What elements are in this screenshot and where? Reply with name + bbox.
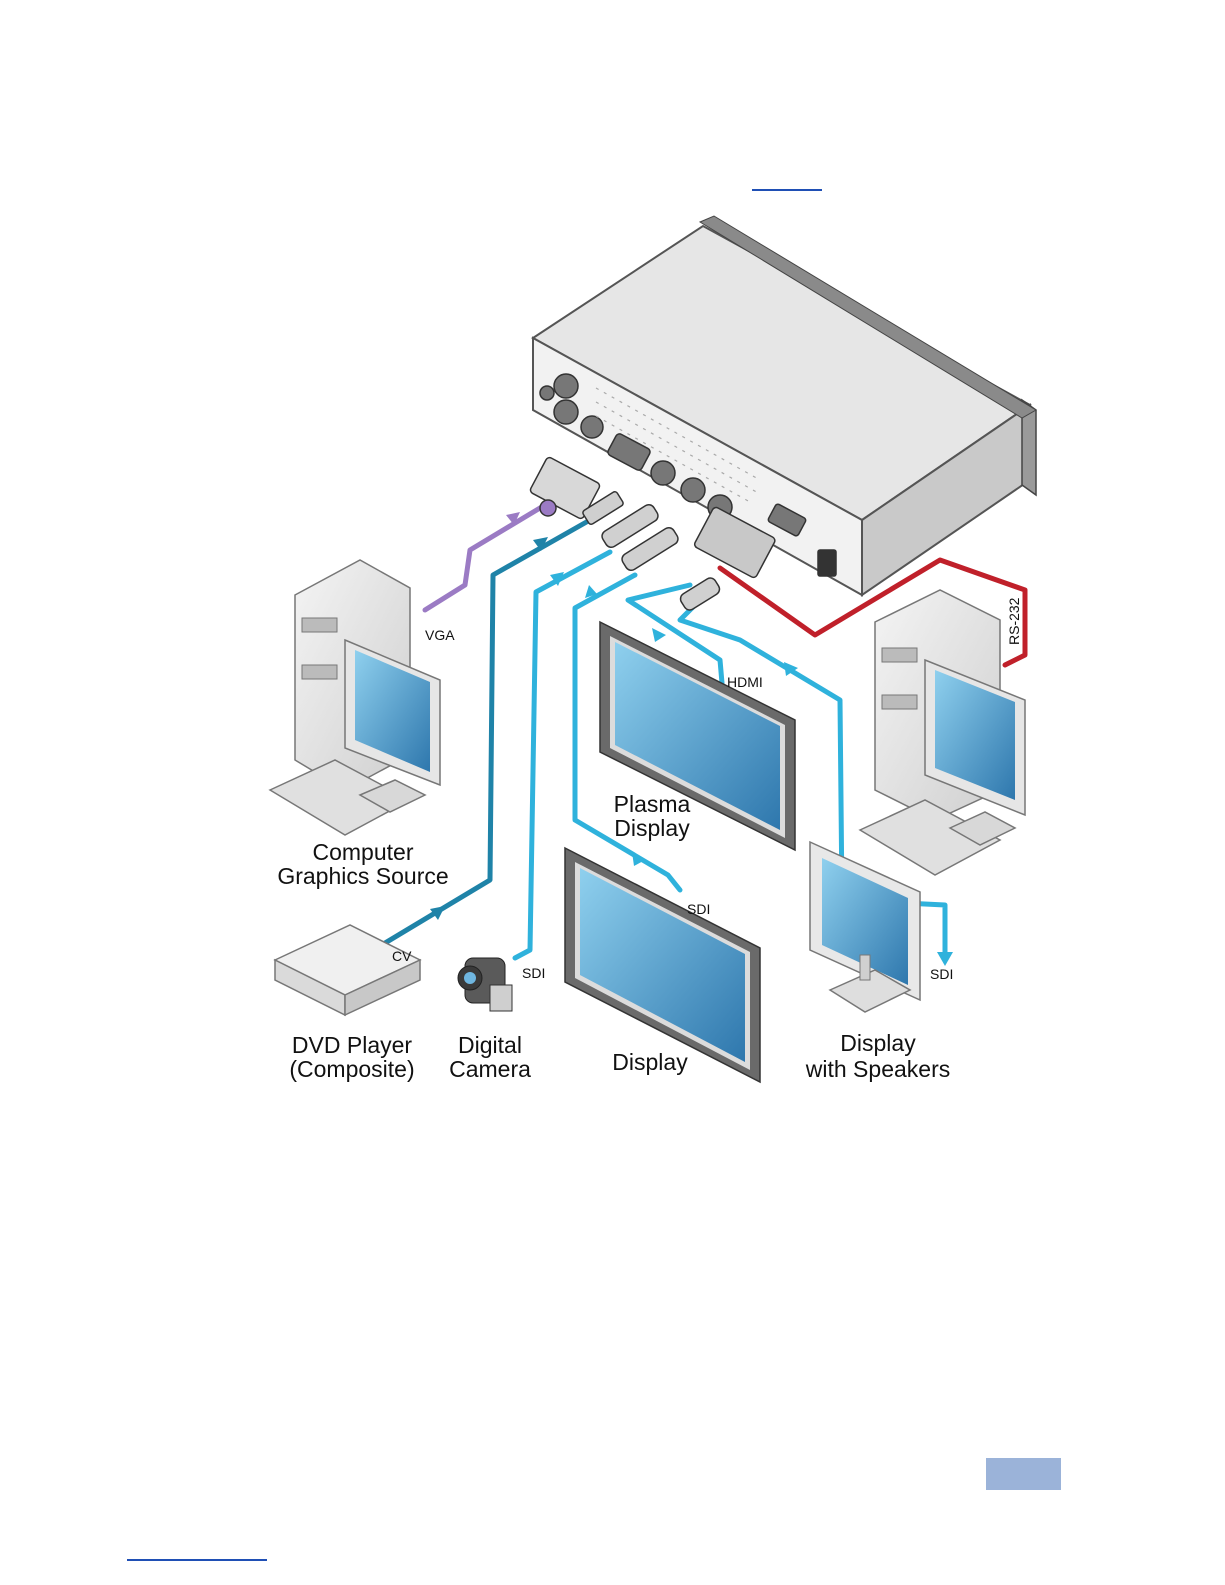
camera-label-line2: Camera <box>449 1056 531 1082</box>
dvd-label-line2: (Composite) <box>289 1056 414 1082</box>
dvd-label-line1: DVD Player <box>292 1032 412 1058</box>
plasma-label-line2: Display <box>614 815 690 841</box>
control-computer <box>860 590 1025 875</box>
speakers-sdi-label: SDI <box>930 966 953 982</box>
rs232-label: RS-232 <box>1006 597 1022 645</box>
cv-label: CV <box>392 948 412 964</box>
computer-label-line1: Computer <box>313 839 414 865</box>
camera-sdi-label: SDI <box>522 965 545 981</box>
display <box>565 848 760 1082</box>
display-sdi-label: SDI <box>687 901 710 917</box>
hdmi-label: HDMI <box>727 674 763 690</box>
speakers-label-line1: Display <box>840 1030 916 1056</box>
dvd-player <box>275 925 420 1015</box>
plasma-label-line1: Plasma <box>614 791 691 817</box>
display-with-speakers <box>810 842 920 1012</box>
display-screen <box>580 868 745 1062</box>
vga-label: VGA <box>425 627 455 643</box>
digital-camera <box>458 958 512 1011</box>
computer-graphics-source <box>270 560 440 835</box>
display-label: Display <box>612 1049 688 1075</box>
speakers-label-line2: with Speakers <box>805 1056 950 1082</box>
hdmi-arrow <box>652 628 666 642</box>
computer-label-line2: Graphics Source <box>277 863 448 889</box>
camera-label-line1: Digital <box>458 1032 522 1058</box>
display-sdi-arrow-2 <box>632 852 645 866</box>
footer-link-underline[interactable] <box>127 1559 267 1561</box>
speakers-sdi-arrow-2 <box>937 952 953 966</box>
page-number-badge <box>986 1458 1061 1490</box>
